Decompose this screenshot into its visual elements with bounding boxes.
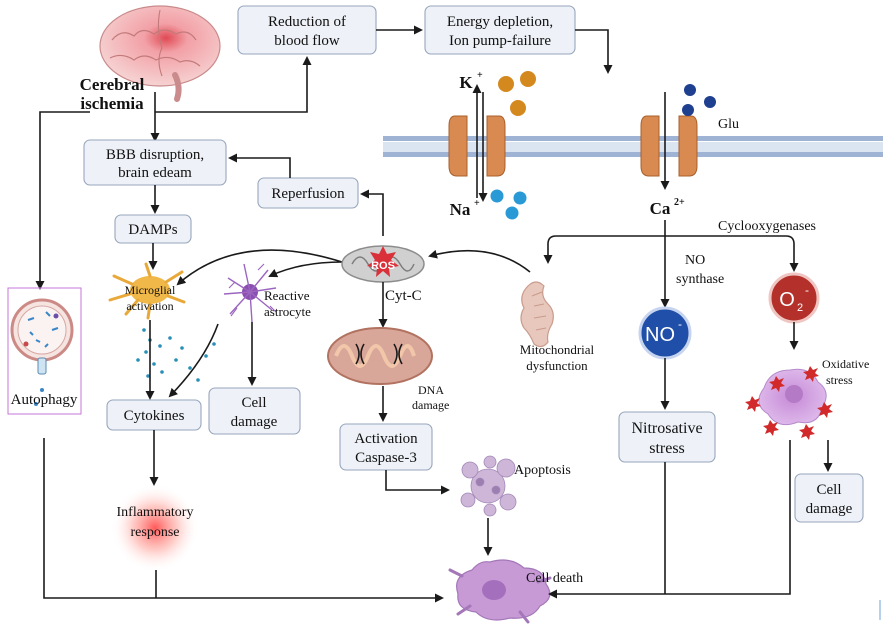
nitrosative-box [618, 411, 716, 463]
neuron-icon [448, 559, 552, 624]
microglial-label-2: activation [126, 299, 173, 313]
arrow-to-mito-dysfunction [543, 235, 665, 264]
energy-label-2: Ion pump-failure [449, 33, 551, 49]
mitochondrion-icon [327, 327, 433, 385]
cytokines-label: Cytokines [124, 408, 185, 424]
damps-label: DAMPs [128, 222, 177, 238]
glu-label: Glu [718, 117, 739, 132]
no-symbol: NO [645, 324, 675, 346]
oxidative-label-1: Oxidative [822, 357, 869, 371]
autophagosome-icon [10, 298, 74, 406]
arrow-ros-to-astrocyte [268, 261, 343, 278]
calcium-label: Ca [650, 199, 671, 218]
reperfusion-box [257, 177, 359, 209]
cyclooxygenases-label: Cyclooxygenases [718, 219, 816, 234]
no-sup: - [678, 317, 682, 331]
bbb-label-1: BBB disruption, [106, 147, 204, 163]
cytokine-particles [136, 328, 216, 382]
arrow-caspase-to-apoptosis [385, 470, 450, 495]
cell-damage-2-label-2: damage [806, 501, 853, 517]
potassium-label: K [459, 73, 473, 92]
reduction-label-2: blood flow [274, 33, 340, 49]
nitrosative-label-1: Nitrosative [631, 420, 702, 437]
cell-damage-1-label-1: Cell [242, 395, 267, 411]
nitrosative-label-2: stress [649, 440, 685, 457]
cell-membrane [383, 136, 883, 157]
sodium-label: Na [450, 200, 471, 219]
arrow-to-o2 [665, 235, 799, 272]
brain-icon [99, 5, 221, 102]
line-oxidative-to-death [665, 440, 791, 595]
no-synthase-label-1: NO [685, 253, 705, 268]
arrow-reperfusion-to-bbb [228, 153, 291, 178]
apoptosis-label: Apoptosis [514, 463, 571, 478]
cerebral-ischemia-label-2: ischemia [80, 94, 144, 113]
mitochondrion-icon [520, 281, 554, 348]
astrocyte-icon [223, 263, 277, 323]
o2-sub: 2 [797, 302, 803, 314]
oxidative-label-2: stress [826, 373, 853, 387]
reperfusion-label: Reperfusion [271, 186, 345, 202]
arrow-ros-to-microglia [176, 249, 343, 286]
mito-dys-label-2: dysfunction [526, 358, 588, 373]
o2-symbol: O [779, 289, 795, 311]
dna-label-2: damage [412, 398, 449, 412]
arrow-energy-to-membrane [575, 29, 613, 74]
dna-label-1: DNA [418, 383, 444, 397]
reduction-label-1: Reduction of [268, 14, 346, 30]
arrow-ischemia-to-reduction [155, 56, 312, 113]
mitochondrion-icon [341, 245, 425, 283]
calcium-sup: 2+ [674, 197, 685, 208]
sodium-sup: + [474, 198, 480, 209]
o2-sup: - [805, 283, 809, 297]
inflammation-glow [111, 484, 199, 572]
cell-death-label: Cell death [526, 571, 583, 586]
potassium-sup: + [477, 70, 483, 81]
microglial-label-1: Microglial [125, 283, 176, 297]
reactive-label-2: astrocyte [264, 304, 311, 319]
potassium-ions [498, 71, 536, 116]
arrow-astrocyte-to-cytokines [168, 323, 219, 398]
cerebral-ischemia-label: Cerebral [80, 75, 145, 94]
activation-label-2: Caspase-3 [355, 450, 417, 466]
cell-damage-box-1 [208, 387, 301, 435]
cyt-c-label: Cyt-C [385, 288, 422, 304]
no-synthase-label-2: synthase [676, 272, 724, 287]
cell-damage-2-label-1: Cell [817, 482, 842, 498]
autophagy-label: Autophagy [11, 392, 78, 408]
bbb-label-2: brain edeam [118, 165, 192, 181]
sodium-ions [490, 189, 527, 220]
mito-dys-label-1: Mitochondrial [520, 342, 595, 357]
inflammatory-label-1: Inflammatory [117, 505, 194, 520]
apoptotic-cell-icon [460, 455, 517, 517]
autophagy-frame [7, 287, 82, 415]
ros-label: ROS [371, 260, 395, 272]
reactive-label-1: Reactive [264, 288, 310, 303]
glutamate-molecules [682, 84, 716, 116]
oxidative-stress-cell-icon [745, 366, 833, 440]
inflammatory-label-2: response [131, 525, 180, 540]
arrow-ischemia-to-autophagy [35, 111, 90, 290]
cell-damage-1-label-2: damage [231, 414, 278, 430]
cell-damage-box-2 [794, 473, 864, 523]
ion-channel-icon [448, 115, 506, 177]
activation-label-1: Activation [354, 431, 418, 447]
line-autophagy-to-death [43, 438, 156, 599]
arrow-mito-dys-to-ros [428, 249, 531, 273]
energy-label-1: Energy depletion, [447, 14, 553, 30]
ion-channel-icon [640, 115, 698, 177]
arrow-ros-to-reperfusion [360, 189, 384, 236]
microglia-icon [108, 262, 186, 320]
